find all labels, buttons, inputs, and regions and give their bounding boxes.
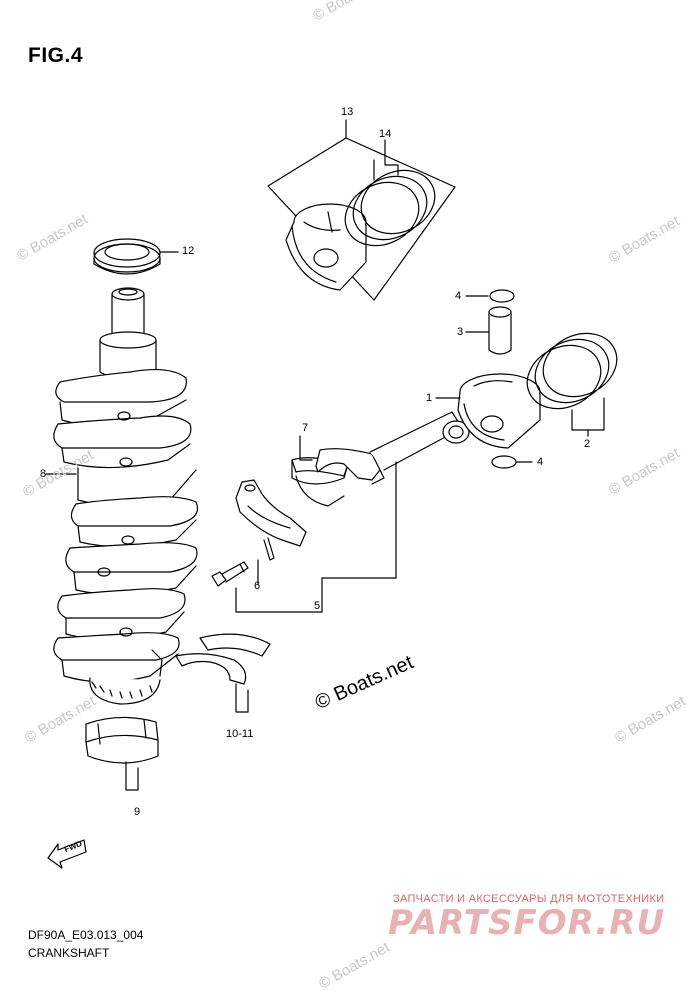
oil-seal: [93, 238, 161, 275]
diagram-code: DF90A_E03.013_004: [28, 928, 144, 942]
piston-clip-top: [489, 289, 515, 303]
callout-3[interactable]: 3: [457, 326, 464, 338]
callout-14[interactable]: 14: [379, 128, 392, 140]
conrod-bolt: [211, 561, 249, 587]
crankshaft: [53, 287, 198, 683]
conrod-cap: [235, 479, 307, 547]
boxed-piston: [285, 203, 367, 291]
callout-9[interactable]: 9: [134, 806, 141, 818]
thrust-washers: [175, 633, 271, 685]
piston: [457, 373, 541, 449]
callout-1[interactable]: 1: [426, 392, 433, 404]
callout-6[interactable]: 6: [254, 580, 261, 592]
boxed-piston-rings: [344, 169, 436, 247]
partsfor-logo: PARTSFOR.RU: [388, 903, 666, 943]
callout-4-bottom[interactable]: 4: [537, 456, 544, 468]
callout-13[interactable]: 13: [341, 106, 354, 118]
callout-7[interactable]: 7: [302, 422, 309, 434]
piston-rings: [526, 332, 618, 410]
callout-12[interactable]: 12: [182, 245, 195, 257]
callout-4-top[interactable]: 4: [455, 290, 462, 302]
conrod-body: [315, 411, 470, 485]
callout-5[interactable]: 5: [314, 600, 321, 612]
figure-label: FIG.4: [28, 44, 84, 67]
fwd-arrow-shape: [47, 839, 87, 869]
crank-gear: [89, 649, 163, 705]
partsfor-tagline: ЗАПЧАСТИ И АКСЕССУАРЫ ДЛЯ МОТОТЕХНИКИ: [393, 893, 665, 905]
piston-clip-bottom: [491, 455, 517, 469]
diagram-name: CRANKSHAFT: [28, 946, 110, 960]
piston-pin: [488, 306, 512, 355]
callout-10-11[interactable]: 10-11: [226, 728, 254, 740]
main-bearing: [85, 716, 159, 764]
callout-8[interactable]: 8: [40, 468, 47, 480]
callout-2[interactable]: 2: [584, 438, 591, 450]
